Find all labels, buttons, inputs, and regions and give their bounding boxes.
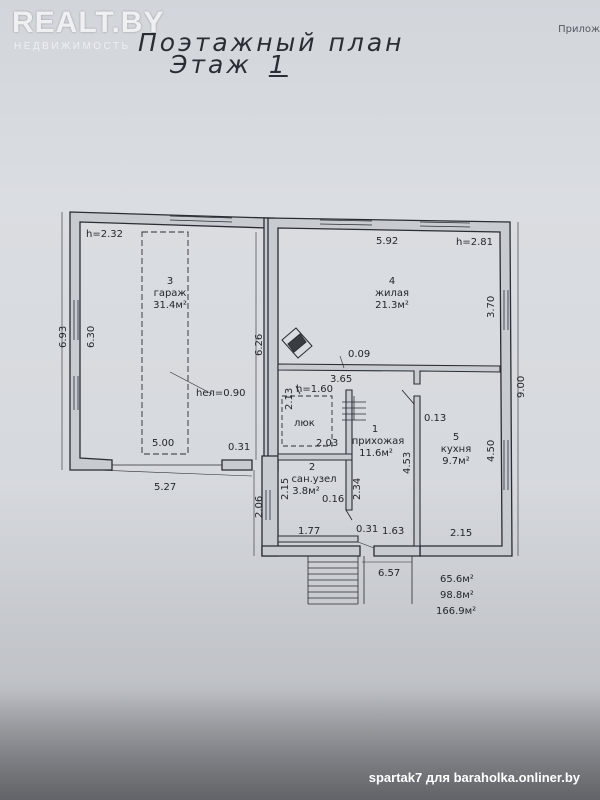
living-height: h=2.81: [456, 237, 493, 248]
photo-credit: spartak7 для baraholka.onliner.by: [368, 770, 580, 785]
dim-234: 2.34: [352, 478, 363, 500]
room-2-label: 2 сан.узел 3.8м²: [291, 462, 336, 497]
dim-177: 1.77: [298, 526, 320, 537]
dim-013: 0.13: [424, 413, 446, 424]
room-3-number: 3: [167, 276, 173, 287]
dim-630: 6.30: [86, 326, 97, 348]
dim-031a: 0.31: [228, 442, 250, 453]
dim-365: 3.65: [330, 374, 352, 385]
room-3-name: гараж: [154, 288, 187, 299]
garage-pit-outline: [141, 231, 189, 455]
dim-203: 2.03: [316, 438, 338, 449]
hatch-outline: [281, 395, 333, 447]
room-5-area: 9.7м²: [442, 456, 469, 467]
dim-500: 5.00: [152, 438, 174, 449]
watermark-subtitle: НЕДВИЖИМОСТЬ: [14, 41, 131, 52]
boiler-symbol: [281, 327, 313, 359]
corner-text: Прилож: [558, 24, 600, 35]
room-3-label: 3 гараж 31.4м²: [153, 276, 187, 311]
room-1-name: прихожая: [352, 436, 405, 447]
entrance-steps: [307, 556, 413, 605]
dim-450: 4.50: [486, 440, 497, 462]
total-area-1: 65.6м²: [440, 574, 474, 585]
room-1-area: 11.6м²: [359, 448, 393, 459]
dim-215b: 2.15: [450, 528, 472, 539]
dim-693: 6.93: [58, 326, 69, 348]
dim-016: 0.16: [322, 494, 344, 505]
total-area-2: 98.8м²: [440, 590, 474, 601]
interior-stairs: [342, 396, 366, 421]
dim-163: 1.63: [382, 526, 404, 537]
room-3-area: 31.4м²: [153, 300, 187, 311]
floor-level: hел=0.90: [196, 388, 246, 399]
total-area-3: 166.9м²: [436, 606, 476, 617]
floor-title-prefix: Этаж: [170, 50, 252, 79]
room-2-name: сан.узел: [291, 474, 336, 485]
room-1-label: 1 прихожая 11.6м²: [352, 424, 405, 459]
room-5-number: 5: [453, 432, 459, 443]
plan-title: Поэтажный план: [138, 28, 405, 57]
watermark-brand: REALT.BY: [12, 6, 165, 39]
dim-370: 3.70: [486, 296, 497, 318]
dim-527: 5.27: [154, 482, 176, 493]
floor-title: Этаж 1: [170, 50, 288, 79]
room-2-area: 3.8м²: [292, 486, 319, 497]
dim-031b: 0.31: [356, 524, 378, 535]
dim-009: 0.09: [348, 349, 370, 360]
hall-height: h=1.60: [296, 384, 333, 395]
dim-213: 2.13: [284, 388, 295, 410]
dim-657: 6.57: [378, 568, 400, 579]
photo-shadow: [0, 690, 600, 800]
dim-215a: 2.15: [280, 478, 291, 500]
garage-height: h=2.32: [86, 229, 123, 240]
room-1-number: 1: [372, 424, 378, 435]
room-4-label: 4 жилая 21.3м²: [375, 276, 409, 311]
room-2-number: 2: [309, 462, 315, 473]
room-4-name: жилая: [375, 288, 409, 299]
room-5-name: кухня: [441, 444, 471, 455]
interior-partitions: [277, 363, 501, 547]
dim-453: 4.53: [402, 452, 413, 474]
dim-592: 5.92: [376, 236, 398, 247]
room-5-label: 5 кухня 9.7м²: [441, 432, 471, 467]
floor-number: 1: [268, 50, 288, 79]
windows: [73, 215, 509, 520]
room-4-number: 4: [389, 276, 395, 287]
dim-626: 6.26: [254, 334, 265, 356]
dimension-lines: [61, 212, 519, 563]
dim-206: 2.06: [254, 496, 265, 518]
room-4-area: 21.3м²: [375, 300, 409, 311]
hatch-label: люк: [294, 418, 315, 429]
dim-900: 9.00: [516, 376, 527, 398]
doors: [295, 385, 415, 521]
garage-walls: [69, 211, 275, 471]
